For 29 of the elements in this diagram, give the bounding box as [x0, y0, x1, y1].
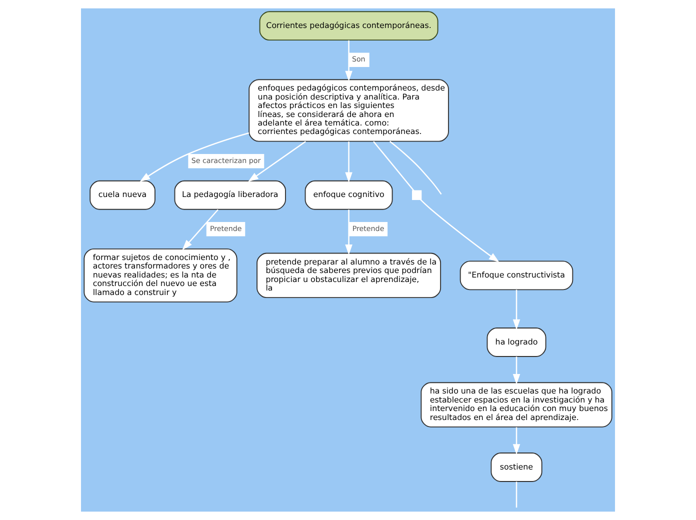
arrow — [345, 142, 352, 183]
connector — [389, 140, 442, 195]
node-box: enfoque cognitivo — [304, 180, 393, 210]
arrow — [420, 199, 500, 262]
node-box: ha sido una de las escuelas que ha logrado establecer espacios en la investigación y ha intervenido en la educación con muy buenos resultados en el área del aprendizaje. — [420, 382, 612, 428]
node-box: ha logrado — [486, 328, 546, 357]
arrow — [512, 290, 520, 330]
arrow — [345, 210, 352, 255]
node-box: La pedagogía liberadora — [174, 180, 286, 210]
node-box: formar sujetos de conocimiento y , actores transformadores y ores de nuevas realidades; es la nta de construcción del nuevo ue esta llamado a construir y — [84, 248, 238, 302]
edge-label: Son — [352, 54, 366, 64]
node-box: enfoques pedagógicos contemporáneos, desde una posición descriptiva y analítica. Para afectos prácticos en las siguientes líneas, se considerará de ahora en adelante el área temática. como: corrientes pedagógicas contemporáneas. — [248, 79, 449, 142]
node-box: "Enfoque constructivista — [460, 260, 574, 290]
node-box — [412, 190, 422, 200]
arrow — [248, 140, 306, 182]
arrow — [512, 356, 520, 385]
arrow — [512, 427, 520, 455]
node-box: cuela nueva — [90, 180, 156, 210]
arrow — [345, 40, 352, 82]
edge-label: Pretende — [210, 224, 242, 233]
connector — [373, 141, 414, 192]
connector — [516, 482, 518, 508]
edge-label: Pretende — [352, 224, 384, 233]
arrow — [182, 209, 218, 250]
node-box: Corrientes pedagógicas contemporáneas. — [259, 11, 438, 41]
arrow — [140, 132, 250, 182]
edge-label: Se caracterizan por — [191, 156, 261, 165]
node-box: sostiene — [490, 452, 542, 482]
node-box: pretende preparar al alumno a través de la búsqueda de saberes previos que podrían propiciar u obstaculizar el aprendizaje, la — [256, 252, 442, 298]
